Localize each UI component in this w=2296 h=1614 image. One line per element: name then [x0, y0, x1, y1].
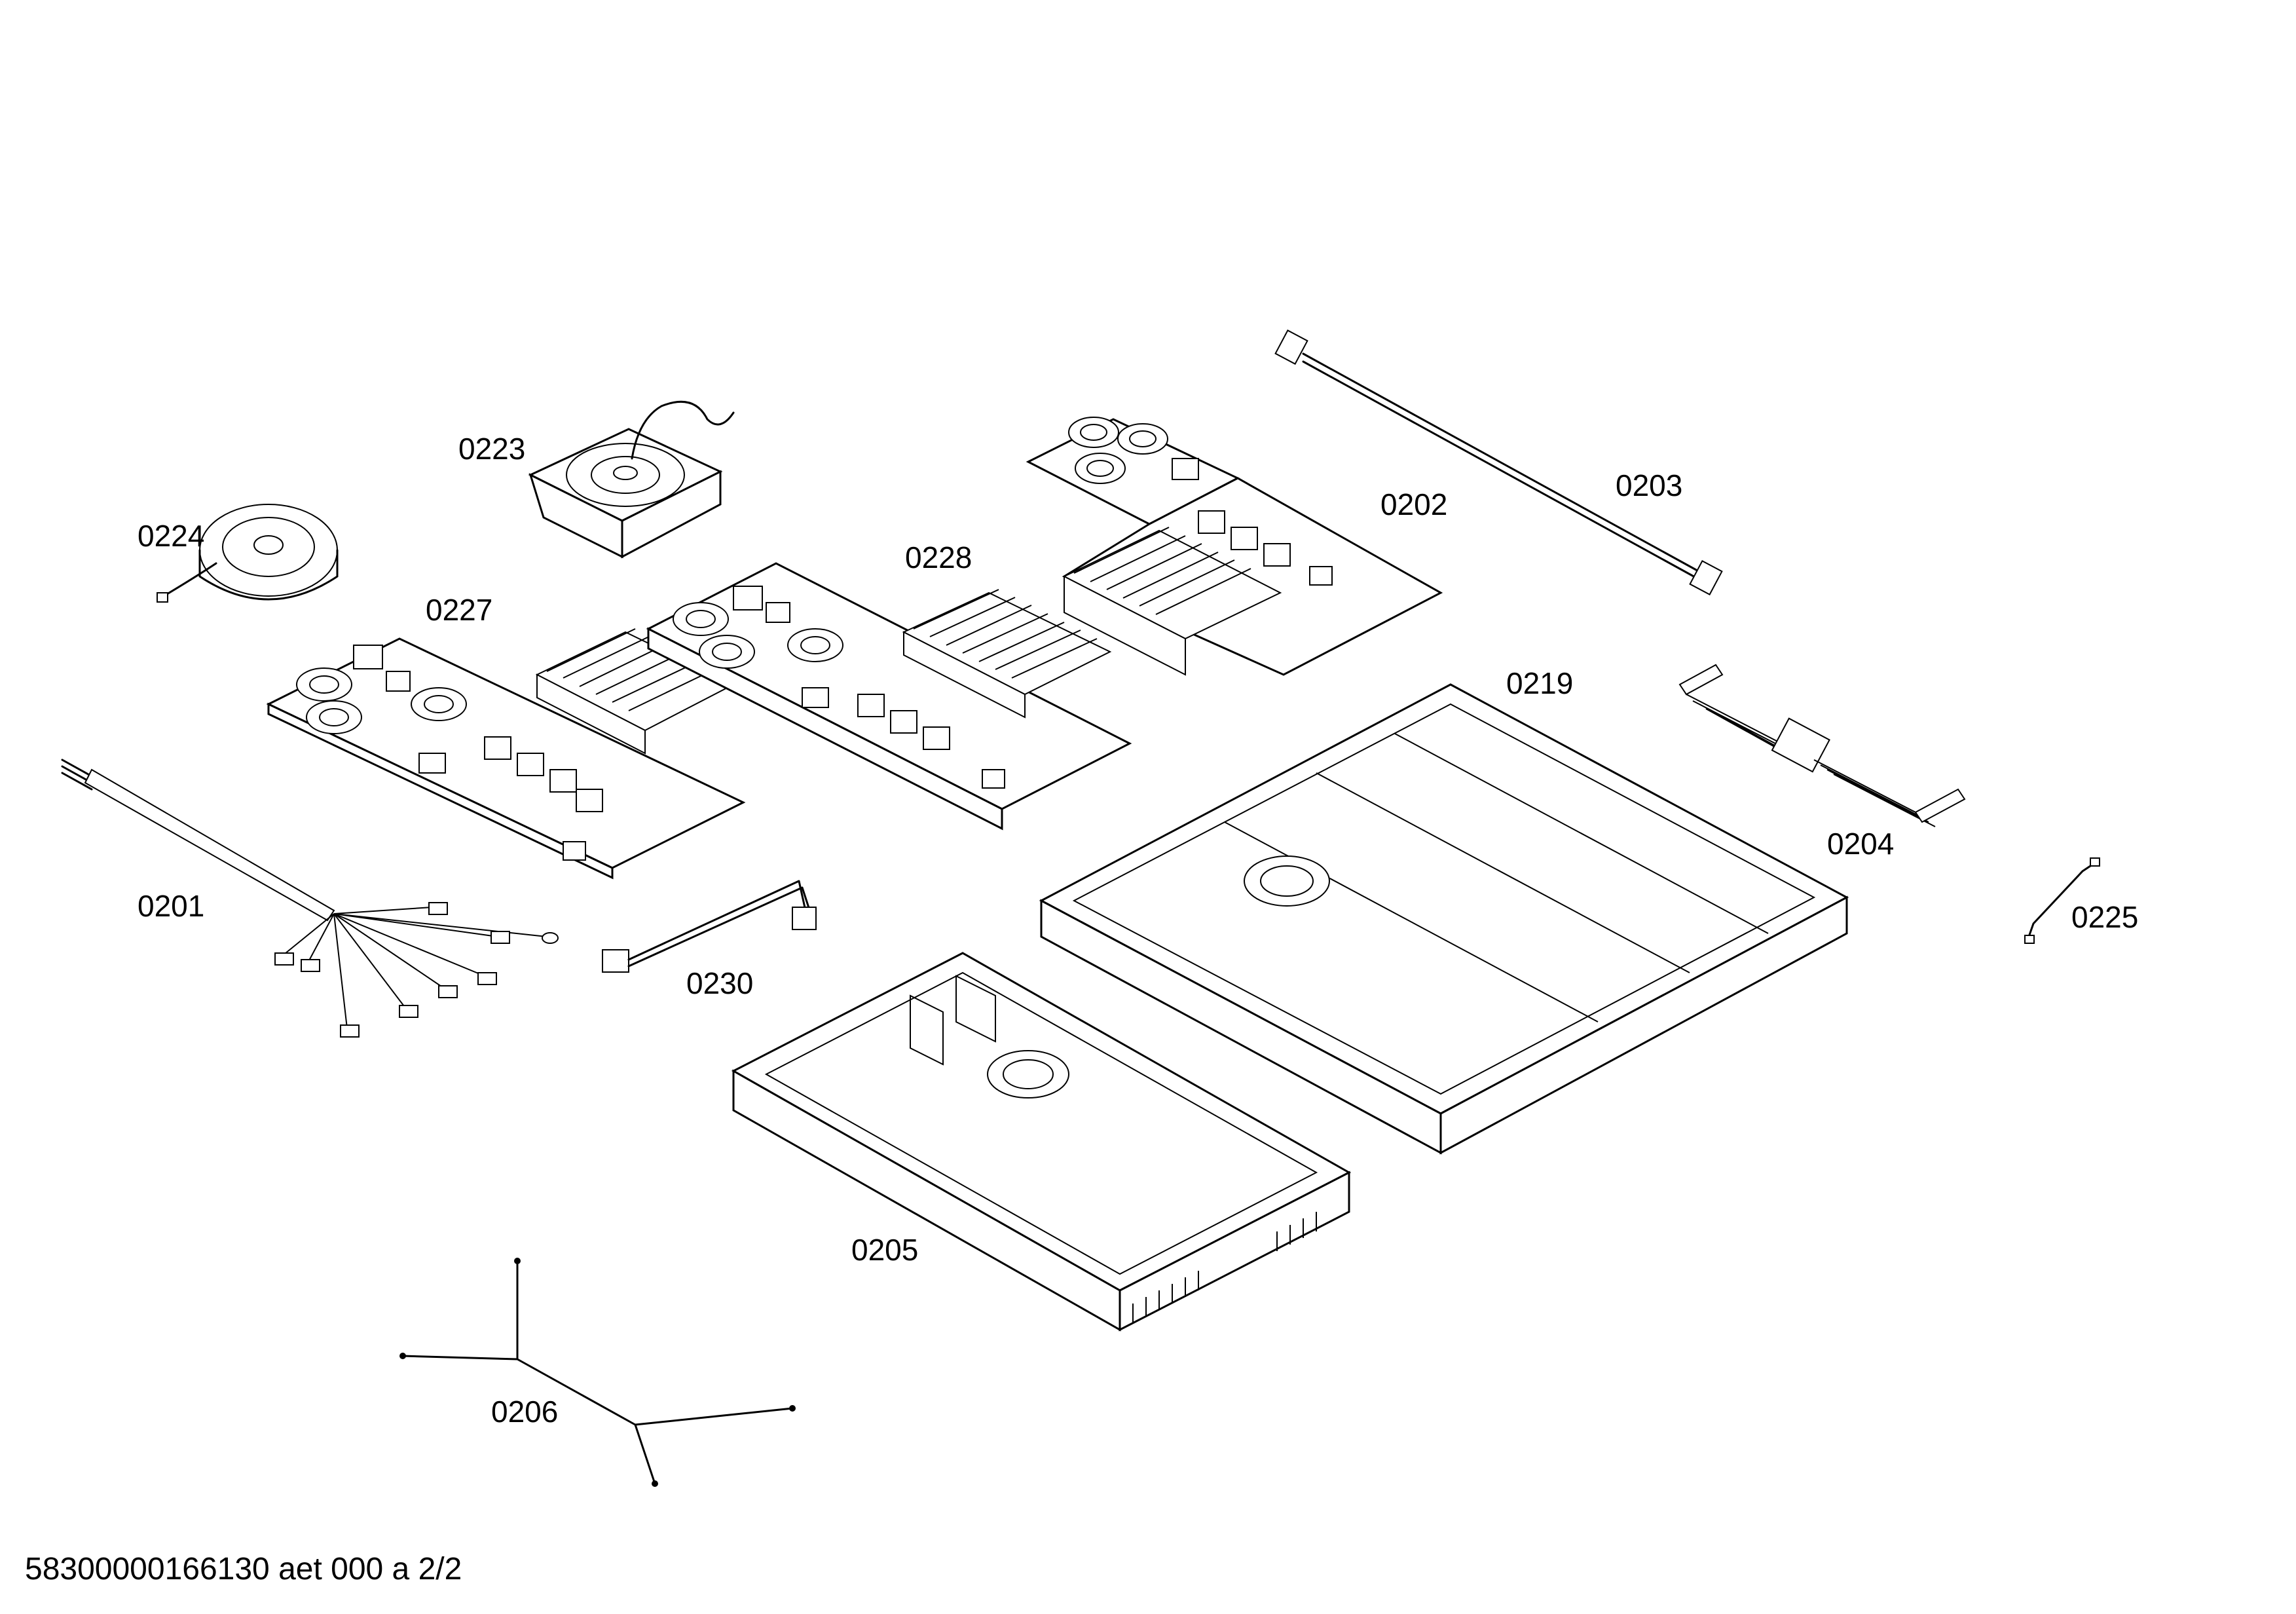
part-0202-board	[1026, 417, 1443, 676]
drawing-code: 58300000166130 aet 000 a 2/2	[25, 1552, 462, 1586]
label-0204: 0204	[1827, 827, 1895, 861]
part-0228-board	[646, 562, 1132, 831]
label-0227: 0227	[426, 593, 493, 627]
label-0230: 0230	[686, 966, 754, 1000]
part-0201-cable	[61, 759, 559, 1038]
part-0225-wire	[2024, 857, 2100, 944]
part-0206-feet	[399, 1258, 796, 1487]
label-0205: 0205	[851, 1233, 919, 1267]
label-0206: 0206	[491, 1395, 559, 1429]
part-0205-frame	[731, 952, 1352, 1332]
part-0230-wire	[602, 880, 817, 973]
part-0227-board	[266, 628, 746, 880]
part-0219-tray	[1039, 683, 1849, 1155]
label-0219: 0219	[1506, 666, 1574, 700]
label-0201: 0201	[138, 889, 205, 923]
label-0225: 0225	[2071, 900, 2139, 934]
label-0224: 0224	[138, 519, 205, 553]
part-0224-fan	[157, 504, 339, 603]
part-0223-fan	[528, 400, 735, 559]
part-0203-cable	[1274, 329, 1723, 595]
label-0203: 0203	[1616, 468, 1683, 502]
part-0204-ribbon	[1678, 664, 1966, 827]
label-0223: 0223	[458, 432, 526, 466]
label-0202: 0202	[1380, 487, 1448, 521]
label-0228: 0228	[905, 540, 972, 574]
